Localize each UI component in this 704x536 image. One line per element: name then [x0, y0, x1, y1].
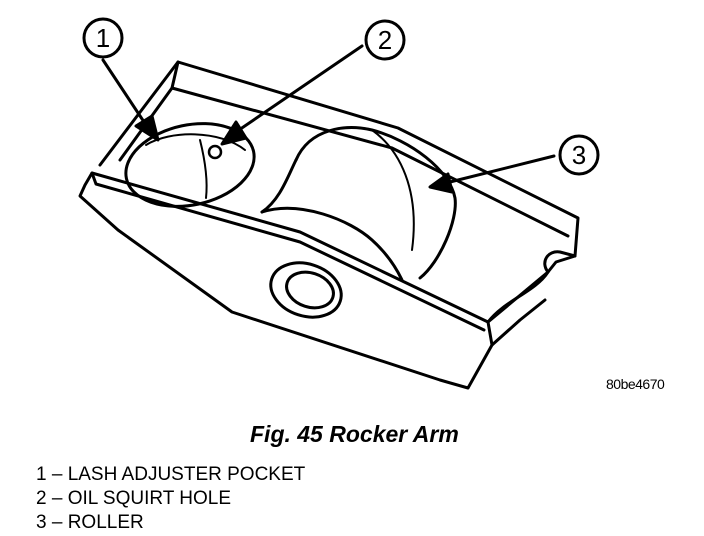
callout-3: 3: [428, 134, 600, 194]
roller-axle: [269, 261, 343, 319]
callout-1: 1: [82, 17, 160, 142]
arrowhead-1: [134, 114, 160, 142]
legend-item: 2 – OIL SQUIRT HOLE: [36, 488, 232, 509]
callout-circle-3: [558, 134, 600, 176]
rocker-arm-body: [78, 60, 580, 390]
arrowhead-3: [428, 172, 454, 194]
drawing-code: 80be4670: [606, 376, 665, 392]
lash-adjuster-pocket: [124, 122, 256, 208]
callout-number-2: 2: [378, 25, 392, 55]
figure-caption: Fig. 45 Rocker Arm: [250, 421, 459, 447]
callout-number-1: 1: [96, 23, 110, 53]
rocker-arm-illustration: 1 2 3: [78, 17, 600, 390]
roller: [260, 126, 457, 282]
arrow-1: [101, 58, 150, 130]
callout-number-3: 3: [572, 140, 586, 170]
callout-circle-2: [364, 19, 406, 61]
legend-item: 3 – ROLLER: [36, 512, 144, 533]
legend: 1 – LASH ADJUSTER POCKET 2 – OIL SQUIRT …: [36, 463, 305, 535]
arrow-3: [444, 154, 556, 185]
legend-item: 1 – LASH ADJUSTER POCKET: [36, 464, 306, 485]
oil-squirt-hole: [207, 144, 223, 160]
callout-circle-1: [82, 17, 124, 59]
arrow-2: [234, 44, 364, 134]
arrowhead-2: [220, 120, 248, 146]
callout-2: 2: [220, 19, 406, 146]
